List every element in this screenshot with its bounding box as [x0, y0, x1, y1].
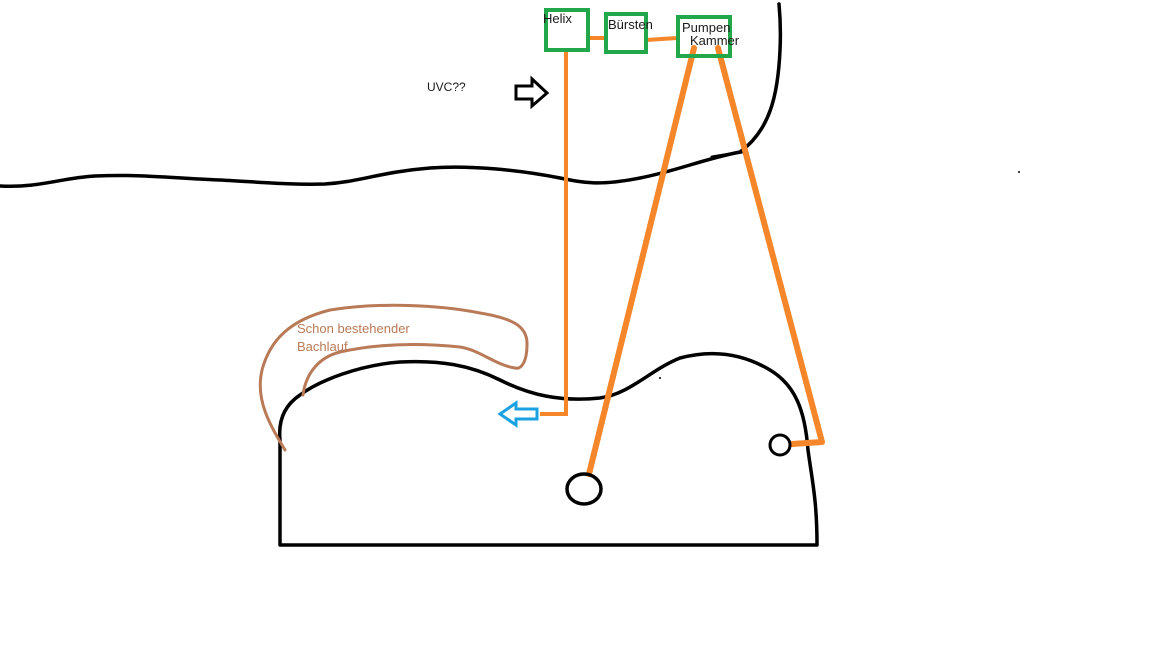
stream-label-line2: Bachlauf [297, 339, 348, 354]
suction-pipe-skimmer [715, 45, 825, 447]
skimmer-inlet [768, 433, 792, 457]
speck [1018, 171, 1020, 173]
bottom-drain [565, 472, 603, 506]
buersten-box [604, 12, 648, 54]
helix-box [544, 8, 590, 52]
speck [659, 377, 661, 379]
uvc-label: UVC?? [427, 80, 466, 94]
kammer-label: Kammer [690, 33, 740, 48]
buersten-label: Bürsten [608, 17, 653, 32]
suction-pipe-bottom-drain [586, 45, 697, 477]
return-pipe [540, 52, 568, 416]
pond-outline [277, 351, 819, 547]
stream-label-line1: Schon bestehender [297, 321, 410, 336]
pumpen-kammer-box [676, 15, 732, 58]
terrain-spur [710, 150, 744, 159]
pumpen-label: Pumpen [682, 20, 731, 35]
arrow-left-icon [497, 400, 539, 428]
existing-stream [258, 303, 529, 452]
arrow-right-icon [514, 75, 550, 110]
helix-label: Helix [543, 11, 572, 26]
terrain-line [0, 2, 783, 189]
pipe-buersten-pumpen [645, 36, 678, 42]
